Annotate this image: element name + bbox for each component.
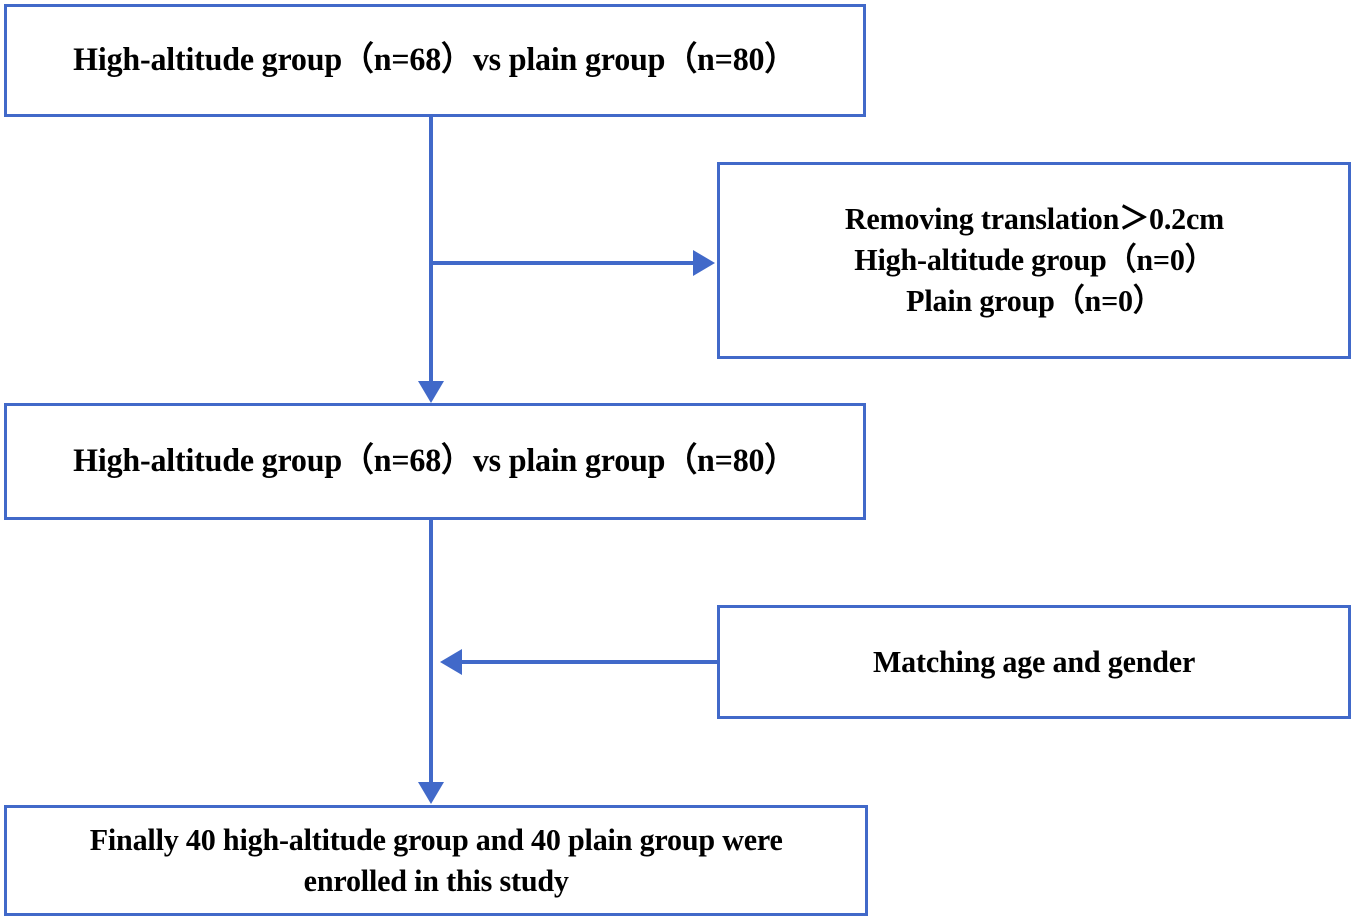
flowchart-node-matching: Matching age and gender <box>717 605 1351 719</box>
arrowhead-into-final <box>418 782 444 804</box>
node-cohort-top-label: High-altitude group（n=68）vs plain group（… <box>73 42 797 79</box>
arrowhead-into-cohort-mid <box>418 381 444 403</box>
arrowhead-from-matching <box>440 649 462 675</box>
node-final-line-1: Finally 40 high-altitude group and 40 pl… <box>89 822 783 858</box>
connector-mid-trunk <box>429 520 433 785</box>
node-exclusion-line-1: Removing translation＞0.2cm <box>844 201 1224 237</box>
flowchart-node-cohort-top: High-altitude group（n=68）vs plain group（… <box>4 4 866 117</box>
node-matching-label: Matching age and gender <box>872 643 1196 679</box>
flowchart-node-final: Finally 40 high-altitude group and 40 pl… <box>4 805 868 916</box>
node-exclusion-line-3: Plain group（n=0） <box>905 282 1163 318</box>
connector-branch-matching <box>462 660 717 664</box>
arrowhead-into-exclusion <box>693 250 715 276</box>
node-cohort-mid-label: High-altitude group（n=68）vs plain group（… <box>73 443 797 480</box>
connector-top-trunk <box>429 117 433 384</box>
node-final-label: Finally 40 high-altitude group and 40 pl… <box>80 820 792 901</box>
flowchart-node-exclusion: Removing translation＞0.2cm High-altitude… <box>717 162 1351 359</box>
node-exclusion-label: Removing translation＞0.2cm High-altitude… <box>844 199 1223 322</box>
node-exclusion-line-2: High-altitude group（n=0） <box>853 242 1215 278</box>
flowchart-node-cohort-mid: High-altitude group（n=68）vs plain group（… <box>4 403 866 520</box>
connector-branch-exclusion <box>431 261 693 265</box>
node-final-line-2: enrolled in this study <box>303 862 569 898</box>
